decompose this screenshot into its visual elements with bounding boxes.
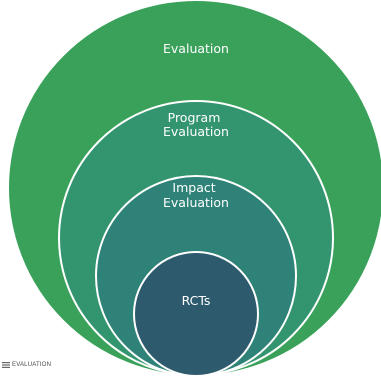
label-rcts: RCTs bbox=[182, 293, 211, 308]
logo-mark-icon bbox=[2, 362, 10, 368]
circle-rcts bbox=[133, 251, 259, 377]
footer-logo: EVALUATION bbox=[2, 362, 51, 368]
footer-logo-text: EVALUATION bbox=[12, 362, 52, 368]
label-program-evaluation: Program Evaluation bbox=[163, 110, 229, 139]
label-impact-evaluation: Impact Evaluation bbox=[163, 180, 229, 210]
label-evaluation: Evaluation bbox=[163, 41, 229, 56]
